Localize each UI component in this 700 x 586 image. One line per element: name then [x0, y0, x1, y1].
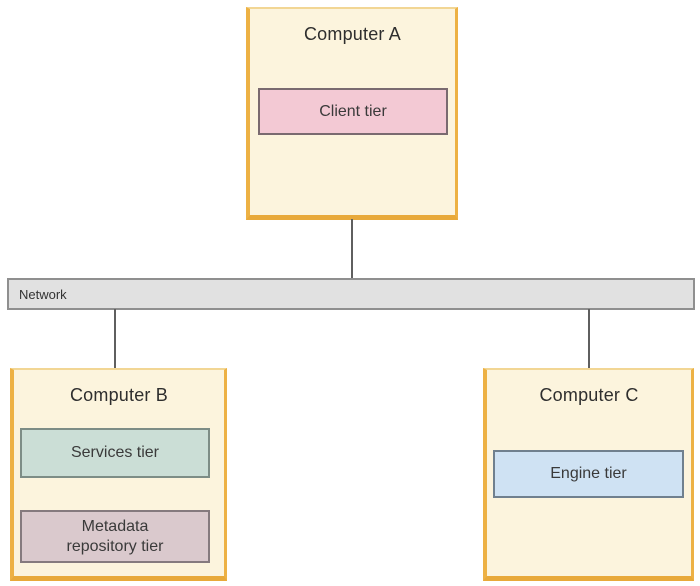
tier-engine: Engine tier — [493, 450, 684, 498]
tier-services-label: Services tier — [70, 444, 160, 461]
connector-network-computer-b — [114, 309, 116, 369]
tier-metadata-repository-label: Metadata repository tier — [66, 517, 164, 555]
node-computer-a-title: Computer A — [303, 24, 402, 44]
node-computer-b-title: Computer B — [69, 385, 169, 405]
tier-client: Client tier — [258, 88, 448, 135]
node-computer-c-title: Computer C — [539, 385, 639, 405]
tier-services: Services tier — [20, 428, 210, 478]
tier-engine-label: Engine tier — [550, 465, 627, 482]
node-computer-b: Computer B Services tier Metadata reposi… — [10, 368, 227, 581]
tier-client-label: Client tier — [319, 102, 387, 120]
node-computer-c: Computer C Engine tier — [483, 368, 694, 581]
node-computer-a: Computer A Client tier — [246, 7, 458, 220]
tier-metadata-repository: Metadata repository tier — [20, 510, 210, 563]
network-bar: Network — [7, 278, 695, 310]
connector-network-computer-c — [588, 309, 590, 369]
network-label: Network — [19, 286, 67, 302]
connector-computer-a-network — [351, 219, 353, 279]
